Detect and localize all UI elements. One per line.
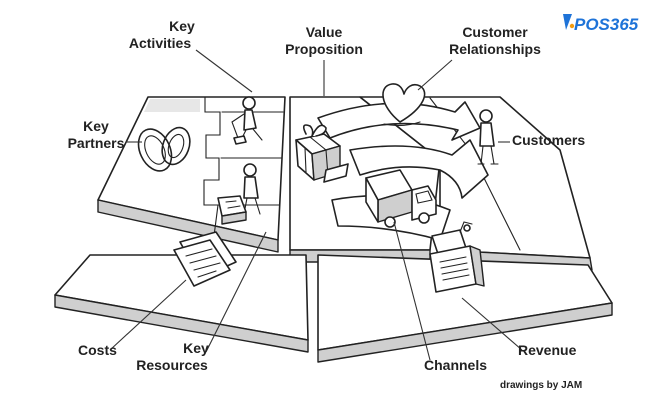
label-key-activities: Key Activities [129, 18, 195, 51]
svg-text:Activities: Activities [129, 35, 191, 51]
svg-text:Resources: Resources [136, 357, 208, 373]
leader-key-activities [195, 49, 253, 93]
heart-icon [382, 83, 426, 127]
left-board-block [97, 96, 286, 253]
logo-mark-icon [563, 14, 572, 30]
label-key-partners: Key Partners [68, 118, 125, 151]
logo-text: POS365 [574, 15, 639, 34]
svg-text:Key: Key [183, 340, 209, 356]
leader-customer-relationships [417, 59, 453, 91]
leader-key-resources [205, 231, 267, 353]
gift-icon [295, 124, 349, 183]
bottom-board-costs [54, 254, 309, 353]
label-revenue: Revenue [518, 342, 577, 358]
svg-text:Value: Value [306, 24, 343, 40]
leader-costs [109, 279, 187, 351]
label-key-resources: Key Resources [136, 340, 209, 373]
truck-icon [365, 169, 437, 228]
svg-text:Key: Key [83, 118, 109, 134]
leader-channels [393, 221, 431, 361]
svg-text:Customer: Customer [462, 24, 528, 40]
label-customer-relationships: Customer Relationships [449, 24, 541, 57]
logo-dot-icon [569, 23, 575, 29]
svg-text:Partners: Partners [68, 135, 125, 151]
pos365-logo: POS365 [563, 14, 639, 34]
bottom-board-revenue [317, 254, 613, 363]
leader-lines [109, 49, 523, 361]
credit-text: drawings by JAM [500, 380, 582, 391]
documents-icon [173, 231, 237, 287]
label-costs: Costs [78, 342, 117, 358]
label-channels: Channels [424, 357, 487, 373]
label-value-proposition: Value Proposition [285, 24, 363, 57]
leader-revenue [461, 297, 523, 351]
label-customers: Customers [512, 132, 585, 148]
svg-text:Relationships: Relationships [449, 41, 541, 57]
rings-icon [137, 126, 191, 172]
customer-person-icon [477, 109, 499, 165]
svg-text:Key: Key [169, 18, 195, 34]
cash-register-icon [429, 221, 485, 293]
person-carrying-icon [217, 163, 261, 225]
person-digging-icon [231, 96, 263, 145]
svg-text:Proposition: Proposition [285, 41, 363, 57]
